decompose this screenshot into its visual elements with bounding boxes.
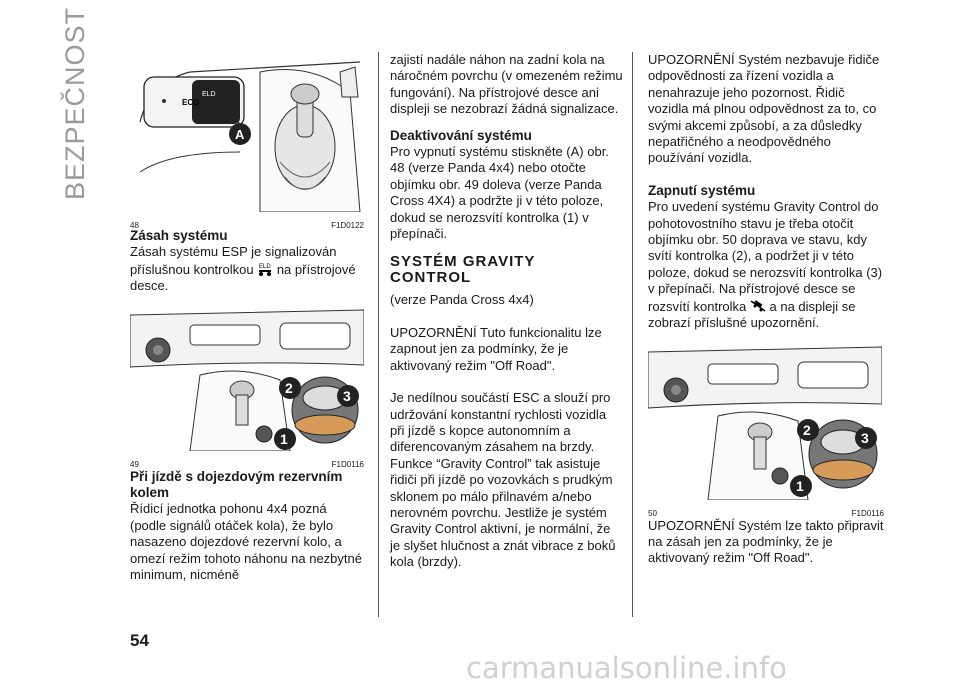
callout-a-badge [229,123,251,145]
column-1: ECO ELD A 48 F1D0122 Zásah systému Zásah… [129,52,365,583]
paragraph-esc: Je nedílnou součástí ESC a slouží pro ud… [390,390,616,570]
eco-label: ECO [182,98,199,107]
paragraph-upozorneni: UPOZORNĚNÍ Tuto funkcionalitu lze zapnou… [390,324,602,373]
callout-3-badge [855,426,877,449]
callout-1-label: 1 [280,431,288,447]
heading-zasah: Zásah systému [130,228,228,243]
watermark: carmanualsonline.info [466,651,787,685]
paragraph-upozorneni-1: UPOZORNĚNÍ Systém nezbavuje řidiče odpov… [648,52,880,166]
figure-code: F1D0122 [331,221,364,231]
text-span: příslušnou kontrolkou [130,261,254,277]
column-divider [632,52,633,617]
callout-3-label: 3 [343,388,351,404]
figure-code: F1D0116 [851,508,884,518]
page-number: 54 [130,631,149,650]
text-span: a na displeji se zobrazí příslušné upozo… [648,298,856,331]
figure-48: ECO ELD A 48 F1D0122 [130,52,364,230]
heading-gravity-control: SYSTÉM GRAVITY CONTROL [390,253,536,287]
figure-48-caption: 48 F1D0122 [130,218,364,234]
heading-zapnuti: Zapnutí systému [648,182,756,198]
column-3: UPOZORNĚNÍ Systém nezbavuje řidiče odpov… [647,52,884,567]
callout-3-label: 3 [861,430,869,446]
figure-number: 49 [130,460,139,470]
callout-2-label: 2 [285,380,293,396]
column-divider [378,52,379,617]
figure-50: 2 3 1 50 F1D0116 [647,341,884,518]
paragraph-zapnuti: Pro uvedení systému Gravity Control do p… [648,199,884,331]
figure-49-caption: 49 F1D0116 [130,457,364,473]
figure-48-illustration: ECO ELD A [130,52,364,213]
text-span: Pro uvedení systému Gravity Control do p… [648,199,883,314]
paragraph-zasah: Zásah systému ESP je signalizován příslu… [130,244,364,294]
heading-deaktivovani: Deaktivování systému [390,127,532,143]
figure-50-illustration: 2 3 1 [647,341,883,500]
figure-number: 50 [648,508,657,518]
callout-2-badge [797,418,819,441]
paragraph-jizda: Řídicí jednotka pohonu 4x4 pozná (podle … [130,501,362,583]
column-2: zajistí nadále náhon na zadní kola na ná… [390,52,624,571]
paragraph-upozorneni-2: UPOZORNĚNÍ Systém lze takto připravit na… [648,517,884,566]
callout-1-badge [790,474,812,497]
figure-code: F1D0116 [331,460,364,470]
paragraph-verze: (verze Panda Cross 4x4) [390,292,534,308]
section-side-title: BEZPEČNOST [60,7,90,200]
callout-a-label: A [235,127,245,142]
paragraph-continued: zajistí nadále náhon na zadní kola na ná… [390,52,623,117]
paragraph-deaktivovani: Pro vypnutí systému stiskněte (A) obr. 4… [390,144,609,242]
callout-1-badge [274,427,296,450]
section-side-title-text: BEZPEČNOST [60,6,90,200]
text-span: Zásah systému ESP je signalizován [130,244,337,260]
hill-descent-icon [750,299,766,312]
callout-3-badge [337,384,359,407]
figure-50-caption: 50 F1D0116 [648,506,884,522]
eld-warning-icon: ELD [259,264,272,276]
callout-2-label: 2 [803,422,811,438]
svg-text:ELD: ELD [259,264,271,270]
eld-label: ELD [202,91,216,98]
callout-1-label: 1 [796,478,804,494]
figure-number: 48 [130,221,139,231]
text-span: na přístrojové [276,261,356,277]
text-span: desce. [130,278,169,294]
figure-49: 2 3 1 49 F1D0116 [129,304,365,469]
figure-49-illustration: 2 3 1 [129,304,365,452]
callout-2-badge [279,376,301,399]
heading-jizda: Při jízdě s dojezdovým rezervním kolem [130,468,343,501]
